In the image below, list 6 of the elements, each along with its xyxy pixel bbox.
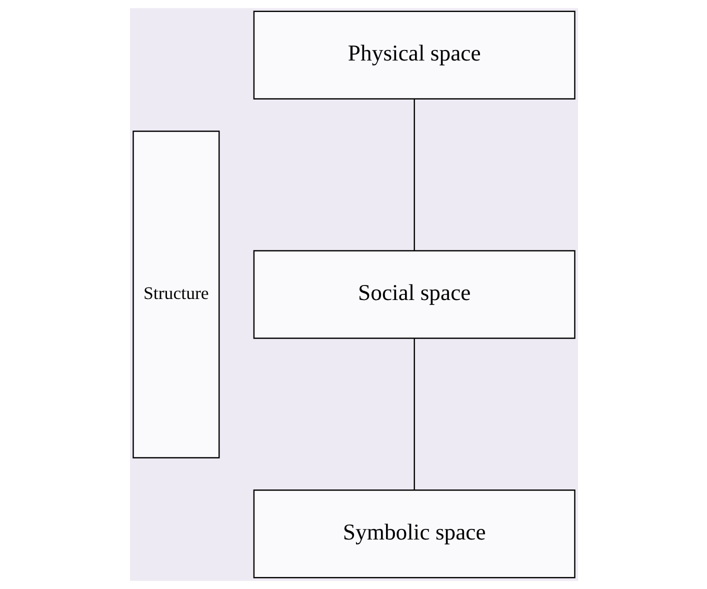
connector — [413, 338, 414, 490]
node-box: Symbolic space — [252, 490, 575, 578]
node-box: Structure — [132, 130, 220, 458]
node-box: Physical space — [252, 10, 575, 100]
connector — [413, 98, 414, 251]
node-box: Social space — [252, 250, 575, 339]
